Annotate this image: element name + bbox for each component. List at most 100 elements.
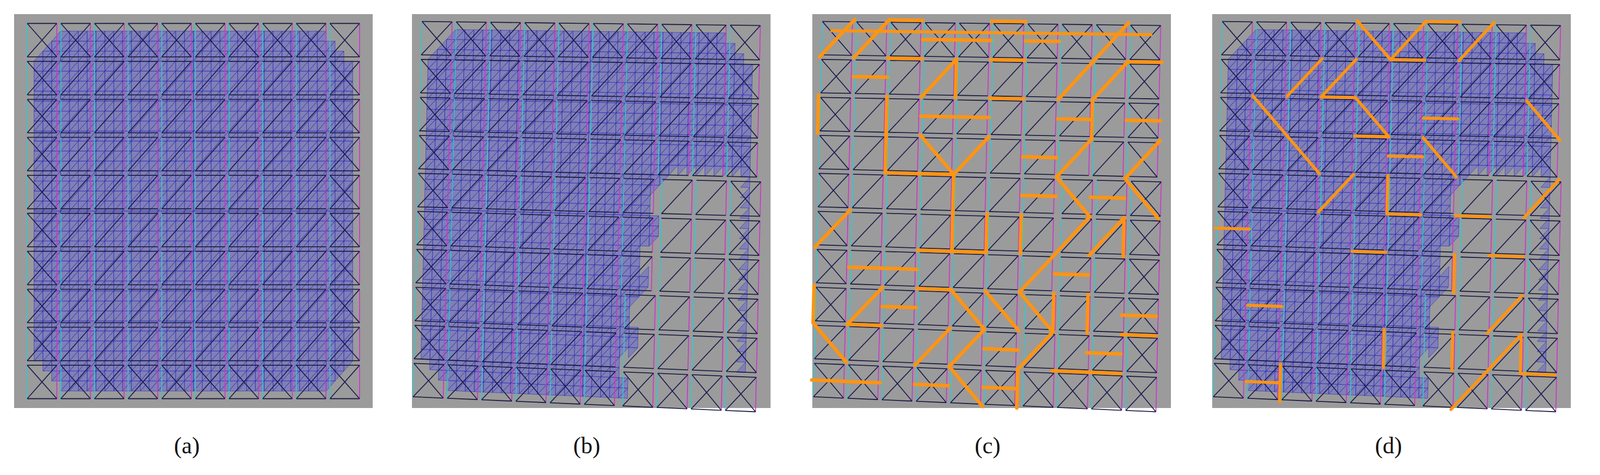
grid-edge: [94, 251, 125, 285]
grid-edge: [1392, 95, 1423, 97]
grid-edge: [1250, 245, 1282, 247]
grid-edge: [518, 286, 549, 288]
grid-edge: [161, 137, 163, 171]
grid-edge: [1312, 328, 1314, 363]
grid-edge: [444, 326, 446, 361]
grid-edge: [621, 256, 653, 291]
grid-edge: [60, 289, 62, 323]
grid-edge: [551, 293, 583, 326]
grid-edge: [523, 60, 554, 62]
grid-edge: [94, 364, 125, 366]
grid-edge: [296, 61, 298, 95]
grid-edge: [521, 175, 552, 177]
grid-edge: [329, 213, 360, 215]
grid-edge: [1026, 57, 1058, 59]
grid-edge: [262, 94, 293, 96]
grid-edge: [27, 60, 57, 62]
grid-edge: [814, 358, 845, 360]
grid-edge: [329, 94, 360, 96]
grid-edge: [229, 208, 259, 210]
grid-edge: [94, 322, 125, 324]
grid-edge: [329, 136, 360, 138]
grid-edge: [1321, 171, 1352, 172]
grid-edge: [524, 22, 554, 57]
grid-edge: [584, 404, 615, 406]
grid-edge: [522, 99, 553, 133]
grid-edge: [1217, 206, 1248, 208]
grid-edge: [622, 217, 654, 219]
grid-edge: [882, 174, 884, 209]
grid-edge: [885, 246, 916, 248]
grid-edge: [918, 291, 920, 325]
grid-edge: [922, 137, 953, 138]
grid-edge: [1092, 175, 1124, 177]
grid-edge: [661, 179, 663, 214]
grid-edge: [730, 181, 761, 182]
grid-edge: [488, 99, 519, 133]
grid-edge: [692, 175, 723, 177]
grid-edge: [951, 330, 953, 365]
cut-line: [1086, 352, 1122, 355]
grid-edge: [262, 23, 264, 57]
grid-edge: [1126, 180, 1128, 216]
grid-edge: [990, 173, 1021, 174]
grid-edge: [913, 328, 915, 363]
grid-edge: [920, 22, 922, 57]
grid-edge: [813, 396, 844, 399]
grid-edge: [190, 61, 192, 95]
grid-edge: [296, 137, 326, 171]
grid-edge: [60, 175, 62, 209]
panel-background: [14, 14, 373, 408]
grid-edge: [454, 93, 485, 95]
grid-edge: [886, 208, 917, 210]
grid-edge: [1382, 254, 1384, 289]
grid-edge: [1356, 99, 1358, 134]
grid-edge: [127, 250, 158, 252]
grid-edge: [987, 288, 1018, 290]
grid-edge: [696, 180, 727, 181]
grid-edge: [229, 94, 259, 96]
grid-edge: [1387, 61, 1389, 96]
grid-edge: [590, 100, 592, 135]
grid-edge: [593, 23, 624, 25]
grid-edge: [553, 253, 584, 255]
grid-edge: [757, 299, 759, 334]
grid-edge: [1155, 377, 1157, 412]
grid-edge: [447, 398, 478, 400]
grid-edge: [484, 213, 486, 247]
grid-edge: [127, 213, 129, 247]
grid-edge: [992, 62, 1023, 96]
grid-edge: [693, 103, 725, 137]
grid-edge: [846, 250, 848, 285]
grid-edge: [1255, 59, 1286, 61]
grid-edge: [952, 292, 954, 326]
grid-edge: [584, 370, 586, 404]
grid-edge: [447, 364, 449, 399]
grid-edge: [26, 99, 28, 133]
grid-edge: [1285, 214, 1316, 247]
grid-edge: [725, 180, 727, 216]
grid-edge: [694, 219, 697, 254]
grid-edge: [730, 181, 760, 217]
grid-edge: [94, 251, 96, 285]
grid-edge: [1320, 209, 1351, 211]
grid-edge: [1094, 297, 1125, 299]
grid-edge: [1024, 178, 1055, 179]
cut-line: [1091, 100, 1093, 139]
grid-edge: [195, 365, 226, 399]
grid-edge: [853, 135, 855, 170]
grid-edge: [195, 364, 226, 366]
grid-edge: [359, 327, 361, 361]
grid-edge: [651, 256, 653, 292]
grid-edge: [416, 244, 447, 246]
grid-edge: [262, 175, 293, 209]
grid-edge: [60, 60, 91, 62]
grid-edge: [27, 213, 57, 215]
grid-edge: [157, 365, 159, 399]
grid-edge: [1159, 221, 1161, 256]
grid-edge: [1244, 326, 1246, 361]
grid-edge: [518, 60, 520, 95]
grid-edge: [555, 138, 587, 173]
grid-edge: [1317, 137, 1319, 172]
grid-edge: [296, 251, 298, 285]
